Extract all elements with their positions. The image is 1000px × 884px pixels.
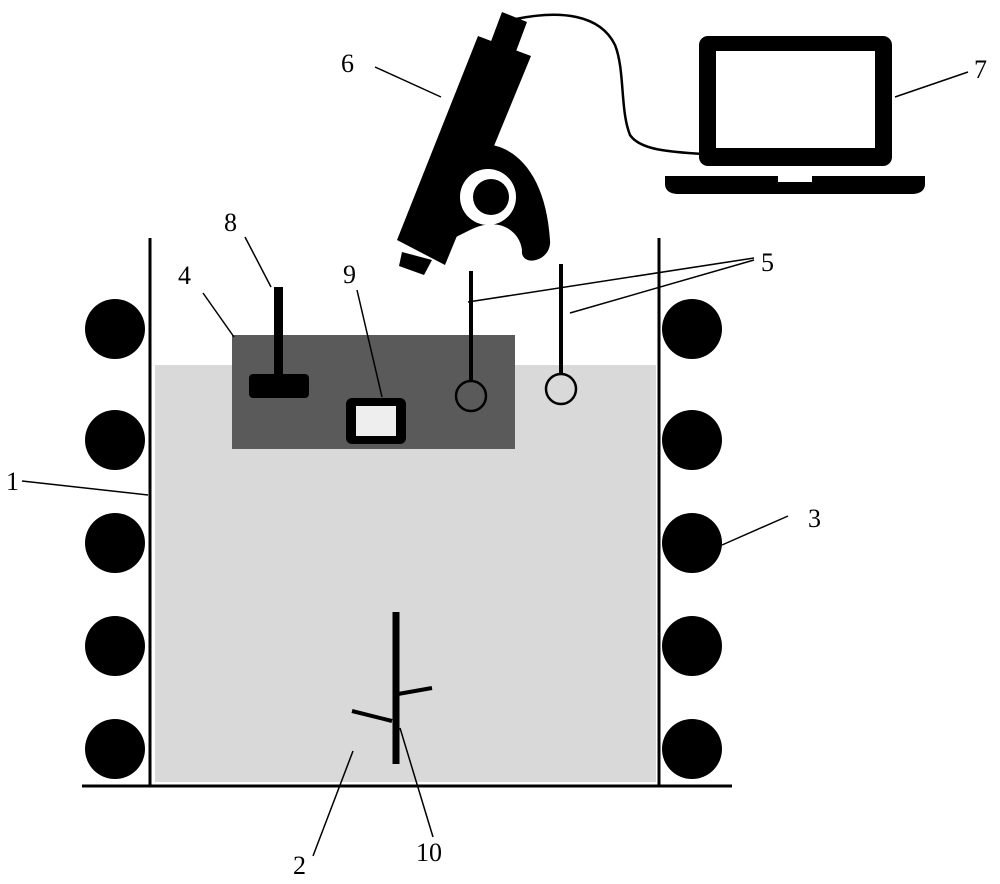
coil-left-4: [85, 616, 145, 676]
leader-8: [244, 236, 272, 288]
label-stand: 10: [416, 838, 442, 867]
data-cable: [515, 13, 704, 156]
leader-10: [399, 727, 434, 838]
label-tank-wall: 1: [6, 467, 19, 496]
coil-right-5: [662, 719, 722, 779]
label-heating-coils: 3: [808, 504, 821, 533]
microscope: [397, 12, 551, 275]
stirrer: [249, 287, 309, 398]
label-laptop: 7: [974, 55, 987, 84]
coil-right-3: [662, 513, 722, 573]
stirrer-head: [249, 374, 309, 398]
leader-5a: [467, 257, 755, 303]
leader-4: [202, 292, 235, 338]
label-sensor: 9: [343, 260, 356, 289]
sensor-window: [356, 406, 396, 436]
label-liquid: 2: [293, 851, 306, 880]
label-microscope: 6: [341, 49, 354, 78]
leader-5b: [569, 259, 755, 314]
stand: [351, 612, 433, 764]
leader-2: [312, 750, 354, 857]
stand-arm-left: [351, 709, 393, 723]
leader-6: [374, 66, 442, 98]
laptop-notch: [778, 176, 812, 182]
microscope-tube: [397, 36, 531, 265]
microscope-objective: [399, 252, 432, 275]
label-stirrer: 8: [224, 208, 237, 237]
coil-left-1: [85, 299, 145, 359]
laptop-base: [665, 176, 925, 194]
leader-7: [894, 71, 969, 98]
laptop-screen: [716, 51, 875, 148]
probe-left-tip: [454, 379, 488, 413]
label-sample-block: 4: [178, 261, 191, 290]
leader-lines: [21, 66, 969, 857]
probe-right-tip: [544, 372, 578, 406]
leader-3: [721, 515, 789, 546]
heating-coils: [85, 299, 722, 779]
leader-9: [356, 289, 383, 398]
label-probes: 5: [761, 248, 774, 277]
callout-labels: 1 2 3 4 5 6 7 8 9 10: [6, 49, 987, 880]
stirrer-shaft: [274, 287, 283, 377]
coil-right-4: [662, 616, 722, 676]
stand-arm-right: [397, 686, 433, 696]
coil-right-2: [662, 410, 722, 470]
coil-left-5: [85, 719, 145, 779]
laptop: [665, 36, 925, 194]
microscope-focus-knob: [473, 179, 509, 215]
leader-1: [21, 480, 149, 496]
coil-right-1: [662, 299, 722, 359]
coil-left-3: [85, 513, 145, 573]
coil-left-2: [85, 410, 145, 470]
probes: [454, 264, 578, 413]
microscope-eyepiece: [490, 12, 527, 54]
